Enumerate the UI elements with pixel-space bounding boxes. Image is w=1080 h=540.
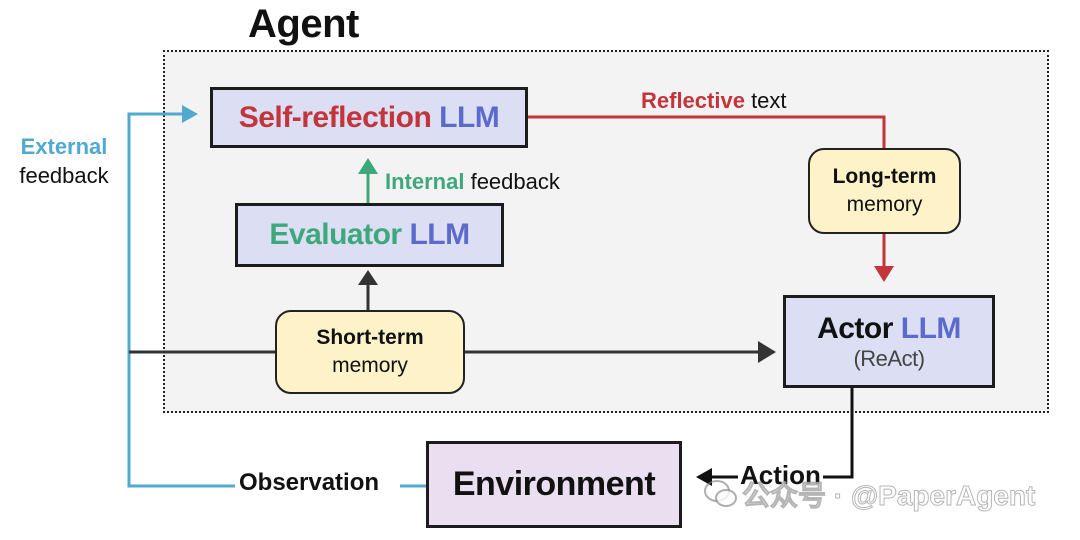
actor-llm-box: Actor LLM (ReAct)	[783, 295, 995, 388]
external-rest: feedback	[19, 163, 109, 188]
external-feedback-arrowhead	[182, 105, 198, 123]
long-term-memory-title: Long-term	[832, 165, 937, 188]
shortterm-evaluator-arrowhead	[358, 270, 378, 285]
internal-strong: Internal	[385, 169, 465, 194]
evaluator-suffix: LLM	[409, 218, 470, 251]
reflective-text-label: Reflective text	[641, 88, 787, 114]
agent-title: Agent	[248, 2, 359, 46]
watermark: 公众号 · @PaperAgent	[704, 474, 1036, 516]
action-label: Action	[738, 460, 823, 491]
external-strong: External	[20, 134, 108, 159]
environment-box: Environment	[426, 441, 682, 528]
actor-name: Actor	[817, 311, 893, 345]
self-reflection-name: Self-reflection	[238, 100, 432, 134]
reflective-rest: text	[744, 88, 787, 113]
external-feedback-label: External feedback	[10, 132, 118, 190]
internal-feedback-label: Internal feedback	[385, 169, 560, 195]
environment-label: Environment	[452, 465, 656, 503]
short-term-memory-title: Short-term	[316, 326, 424, 349]
short-term-memory-subtitle: memory	[332, 354, 408, 377]
watermark-text: 公众号 · @PaperAgent	[741, 480, 1036, 512]
evaluator-name: Evaluator	[269, 218, 402, 251]
reflective-text-connector	[528, 115, 886, 148]
internal-feedback-arrowhead	[358, 158, 378, 174]
short-term-memory-box: Short-term memory	[275, 310, 465, 394]
internal-rest: feedback	[464, 169, 560, 194]
reflective-strong: Reflective	[641, 88, 745, 113]
long-term-memory-box: Long-term memory	[808, 148, 961, 234]
longterm-actor-arrowhead	[874, 266, 894, 282]
self-reflection-llm-box: Self-reflection LLM	[210, 87, 528, 148]
long-term-memory-subtitle: memory	[846, 193, 923, 216]
action-arrowhead	[696, 468, 712, 486]
actor-subtitle: (ReAct)	[853, 345, 925, 371]
evaluator-llm-box: Evaluator LLM	[235, 203, 504, 267]
external-feedback-connector	[127, 112, 235, 488]
self-reflection-suffix: LLM	[439, 100, 500, 134]
feed-arrowhead	[758, 341, 776, 363]
actor-suffix: LLM	[900, 311, 962, 345]
observation-label: Observation	[237, 469, 382, 497]
wechat-icon	[704, 479, 738, 516]
